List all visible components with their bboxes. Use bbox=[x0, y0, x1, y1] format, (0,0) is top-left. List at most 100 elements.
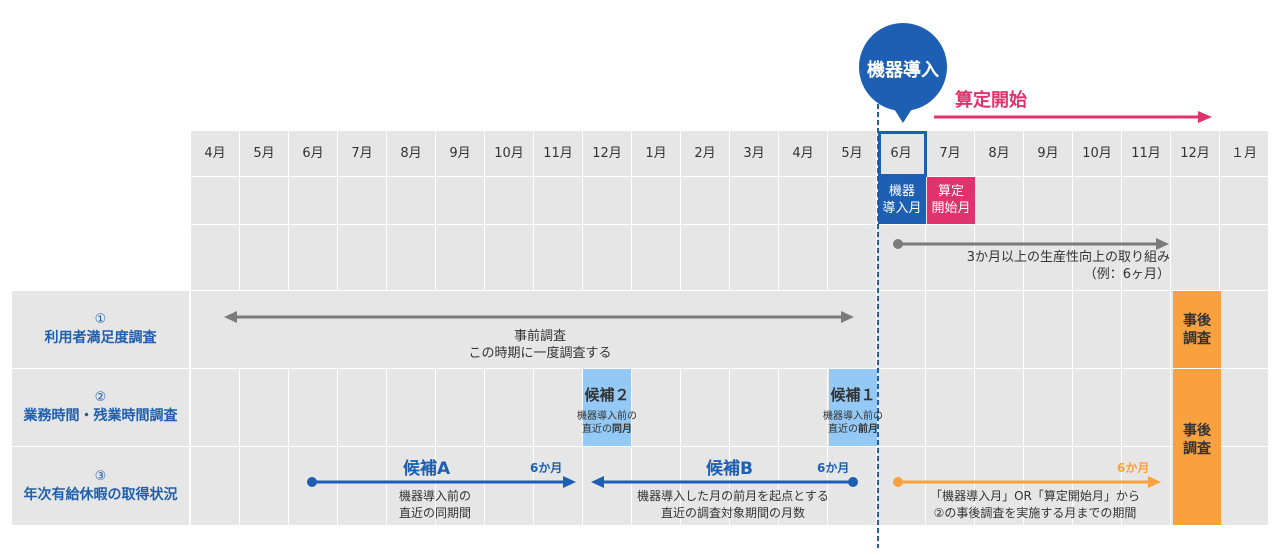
grid-cell bbox=[1073, 447, 1121, 525]
grid-cell bbox=[632, 225, 680, 290]
grid-cell bbox=[1220, 131, 1268, 176]
grid-cell bbox=[485, 177, 533, 224]
grid-cell bbox=[1220, 369, 1268, 446]
month-header: １月 bbox=[1230, 146, 1257, 161]
grid-cell bbox=[926, 369, 974, 446]
grid-cell bbox=[387, 447, 435, 525]
pre-survey-arrow-left bbox=[224, 311, 237, 323]
grid-cell bbox=[1220, 447, 1268, 525]
row-label-satisfaction: ① 利用者満足度調査 bbox=[12, 291, 189, 368]
candB-arrow-head bbox=[591, 476, 604, 488]
grid-cell bbox=[1024, 291, 1072, 368]
row-number: ① bbox=[94, 312, 107, 327]
grid-cell bbox=[436, 177, 484, 224]
grid-cell bbox=[877, 225, 925, 290]
candidate2-highlight bbox=[583, 369, 631, 446]
month-header: 12月 bbox=[1180, 146, 1210, 161]
candidate2: 候補２ 機器導入前の 直近の同月 bbox=[557, 385, 657, 436]
grid-cell bbox=[240, 369, 288, 446]
grid-cell bbox=[387, 369, 435, 446]
grid-cell bbox=[191, 177, 239, 224]
post-survey-line2: 調査 bbox=[1183, 441, 1211, 457]
grid-cell bbox=[730, 177, 778, 224]
pre-survey-merged-cell bbox=[191, 291, 876, 368]
month-header: 5月 bbox=[253, 146, 275, 161]
post-survey-line1: 事後 bbox=[1183, 423, 1211, 439]
grid-cell bbox=[534, 369, 582, 446]
grid-cell bbox=[1122, 225, 1170, 290]
month-header: 4月 bbox=[204, 146, 226, 161]
candA-arrow-head bbox=[563, 476, 576, 488]
month-header: 8月 bbox=[988, 146, 1010, 161]
grid-cell bbox=[534, 177, 582, 224]
grid-cell bbox=[926, 291, 974, 368]
pre-survey-arrow-right bbox=[841, 311, 854, 323]
post-survey-line1: 事後 bbox=[1183, 312, 1211, 329]
grid-cell bbox=[436, 225, 484, 290]
candA-months: 6か月 bbox=[530, 461, 563, 475]
grid-cell bbox=[534, 131, 582, 176]
grid-cell bbox=[779, 177, 827, 224]
candidate1-line1: 機器導入前の bbox=[823, 411, 883, 422]
grid-cell bbox=[1122, 369, 1170, 446]
effort-arrow-head bbox=[1156, 238, 1169, 250]
grid-cell bbox=[1122, 131, 1170, 176]
month-header: 1月 bbox=[645, 146, 667, 161]
candB-line2: 直近の調査対象期間の月数 bbox=[660, 506, 805, 520]
month-header: 6月 bbox=[890, 146, 912, 161]
pre-survey-line1: 事前調査 bbox=[513, 329, 566, 344]
grid-cell bbox=[779, 131, 827, 176]
install-month-cell: 機器 導入月 bbox=[878, 177, 926, 224]
grid-cell bbox=[240, 447, 288, 525]
month-header: 3月 bbox=[743, 146, 765, 161]
grid-cell bbox=[828, 177, 876, 224]
grid-cell bbox=[1024, 225, 1072, 290]
grid-cell bbox=[779, 225, 827, 290]
grid-cell bbox=[240, 225, 288, 290]
grid-cell bbox=[338, 131, 386, 176]
candidate1: 候補１ 機器導入前の 直近の前月 bbox=[803, 385, 903, 436]
grid-cell bbox=[1073, 369, 1121, 446]
grid-cell bbox=[485, 225, 533, 290]
candB-months: 6か月 bbox=[817, 461, 850, 475]
grid-cell bbox=[289, 225, 337, 290]
row-number: ② bbox=[94, 390, 107, 405]
grid-cell bbox=[534, 447, 582, 525]
after-arrow-head bbox=[1148, 476, 1161, 488]
row-label-work-hours: ② 業務時間・残業時間調査 bbox=[12, 369, 189, 446]
install-month-line2: 導入月 bbox=[882, 201, 922, 216]
grid-cell bbox=[975, 447, 1023, 525]
grid-cell bbox=[1024, 131, 1072, 176]
grid-cell bbox=[240, 131, 288, 176]
grid-cell bbox=[730, 131, 778, 176]
grid-cell bbox=[191, 131, 239, 176]
grid-cell bbox=[485, 131, 533, 176]
start-label: 算定開始 bbox=[955, 90, 1027, 111]
after-text: 「機器導入月」OR「算定開始月」から ②の事後調査を実施する月までの期間 bbox=[900, 488, 1170, 522]
grid-cell bbox=[975, 177, 1023, 224]
grid-cell bbox=[338, 369, 386, 446]
grid-cell bbox=[583, 177, 631, 224]
pre-survey-line2: この時期に一度調査する bbox=[468, 346, 612, 361]
grid-cell bbox=[1073, 131, 1121, 176]
candidate1-highlight bbox=[829, 369, 877, 446]
month-header: 12月 bbox=[592, 146, 622, 161]
candidate2-title: 候補２ bbox=[584, 386, 630, 404]
grid-cell bbox=[1171, 131, 1219, 176]
grid-cell bbox=[632, 131, 680, 176]
grid-cell bbox=[289, 369, 337, 446]
post-survey-cell-2: 事後 調査 bbox=[1173, 369, 1221, 525]
row-number: ③ bbox=[94, 468, 107, 484]
grid-cell bbox=[240, 177, 288, 224]
grid-cell bbox=[387, 225, 435, 290]
grid-cell bbox=[730, 369, 778, 446]
month-header: 5月 bbox=[841, 146, 863, 161]
grid-cell bbox=[1073, 291, 1121, 368]
grid-cell bbox=[1024, 447, 1072, 525]
grid-cell bbox=[338, 177, 386, 224]
grid-cell bbox=[1024, 369, 1072, 446]
candidate1-line2-bold: 前月 bbox=[858, 424, 878, 435]
grid-cell bbox=[926, 131, 974, 176]
effort-text: 3か月以上の生産性向上の取り組み （例：6ヶ月） bbox=[967, 249, 1170, 283]
after-line1: 「機器導入月」OR「算定開始月」から bbox=[930, 489, 1140, 503]
